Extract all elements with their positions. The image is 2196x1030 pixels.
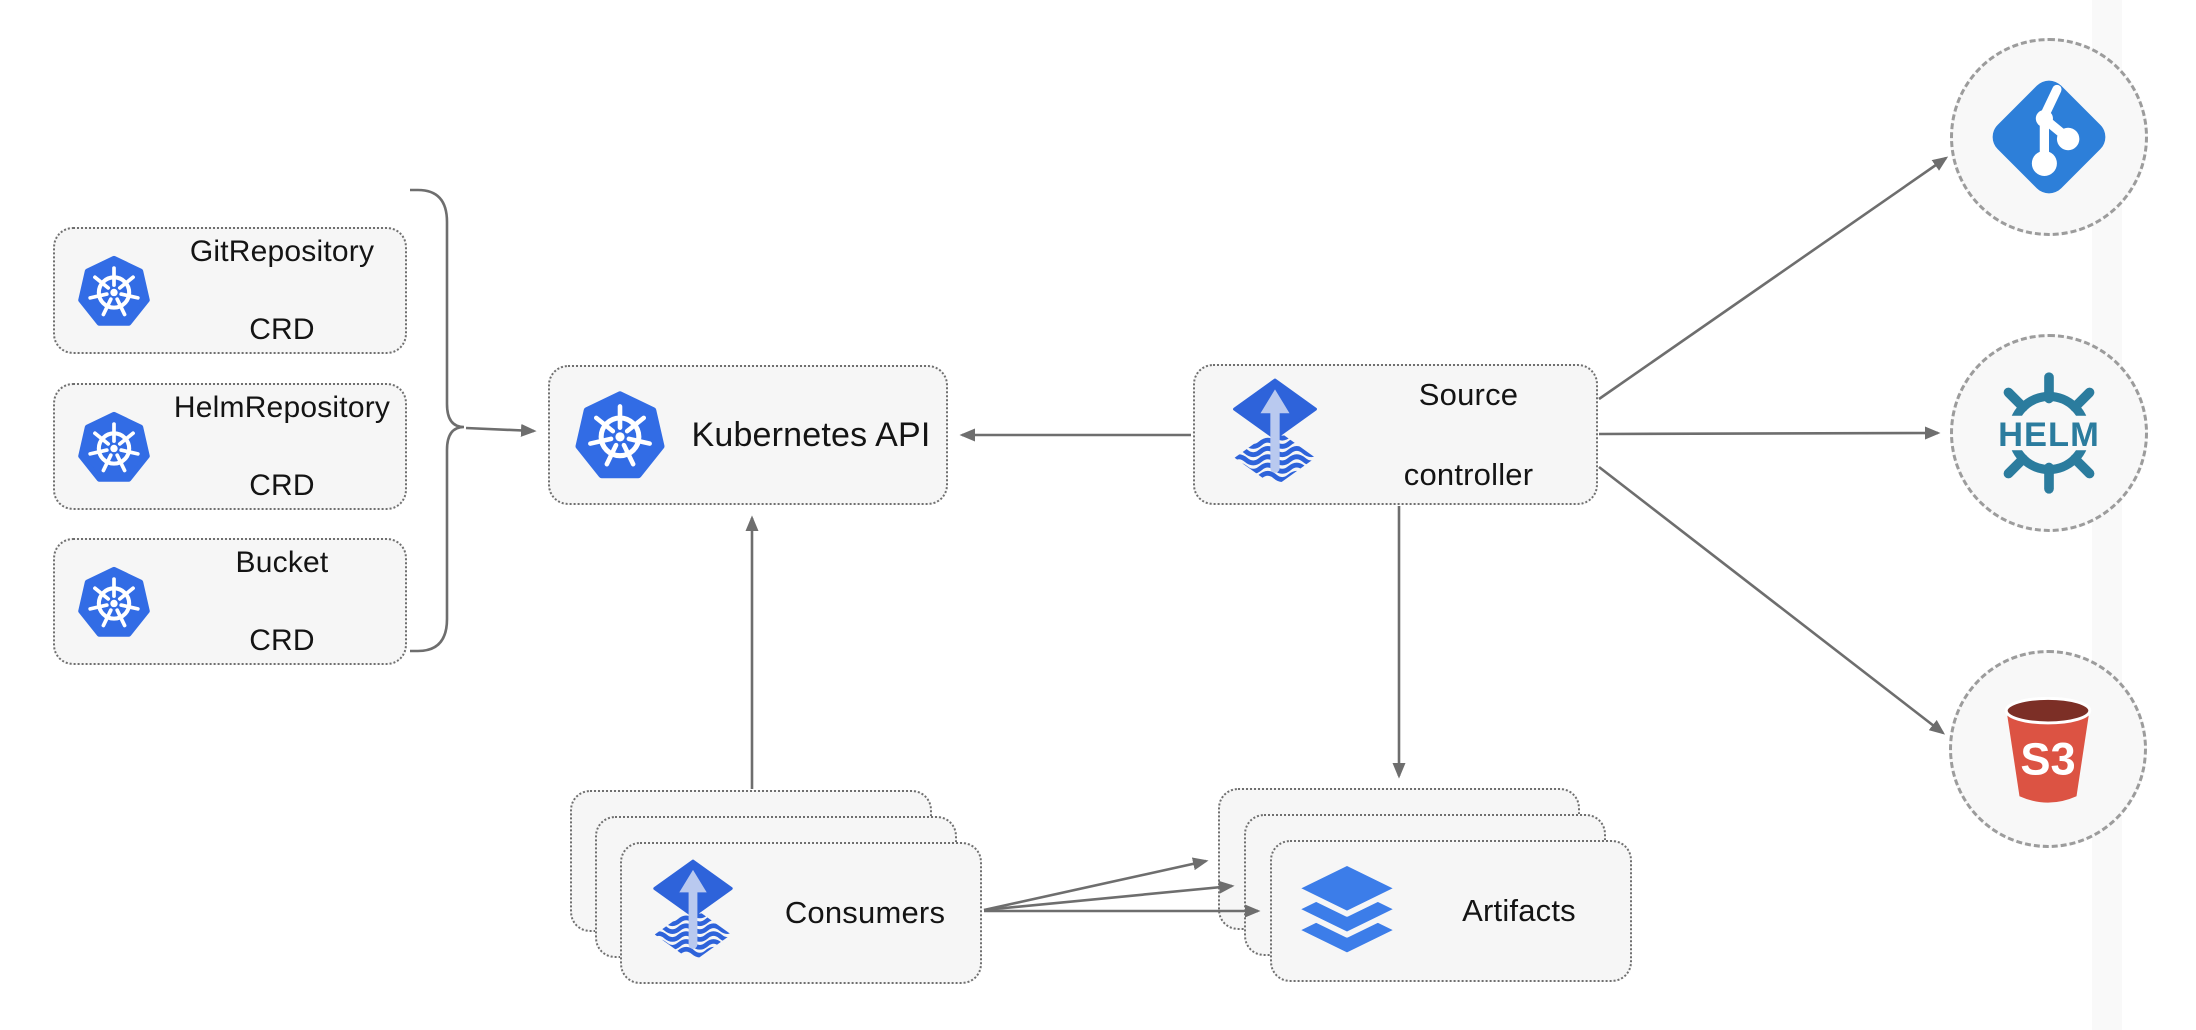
node-helm-repository (1950, 334, 2148, 532)
git-icon (1983, 71, 2115, 203)
kubernetes-icon (55, 254, 173, 328)
label-line2: CRD (249, 313, 315, 346)
node-label: Bucket CRD (173, 543, 405, 660)
flux-source-icon (1195, 377, 1355, 493)
edge-crds-to-kubernetes-api (465, 423, 537, 437)
node-kubernetes-api: Kubernetes API (548, 365, 948, 505)
helm-wheel-icon (1978, 362, 2120, 504)
label-line2: CRD (249, 469, 315, 502)
node-artifacts: Artifacts (1270, 840, 1632, 982)
label-line2: controller (1403, 456, 1534, 492)
node-gitrepository-crd: GitRepository CRD (53, 227, 407, 354)
label-line1: Bucket (235, 546, 329, 579)
node-label: Consumers (784, 895, 946, 930)
kubernetes-icon (55, 565, 173, 639)
edge-source-controller-to-git (1598, 156, 1949, 401)
label-line1: HelmRepository (173, 391, 391, 424)
kubernetes-icon (550, 389, 690, 481)
label-line1: GitRepository (189, 235, 375, 268)
node-label: HelmRepository CRD (173, 388, 405, 505)
node-label: GitRepository CRD (173, 232, 405, 349)
node-label: Artifacts (1462, 893, 1576, 928)
node-source-controller: Source controller (1193, 364, 1598, 505)
s3-bucket-icon (1989, 684, 2107, 814)
node-label: Source controller (1355, 375, 1596, 495)
edge-source-controller-to-helm (1598, 426, 1941, 440)
node-git-repository (1950, 38, 2148, 236)
node-s3-bucket (1949, 650, 2147, 848)
edge-consumers-to-artifacts-middle (983, 880, 1235, 912)
node-bucket-crd: Bucket CRD (53, 538, 407, 665)
flux-source-icon (622, 858, 764, 968)
kubernetes-icon (55, 410, 173, 484)
label-line2: CRD (249, 624, 315, 657)
label-line1: Source (1418, 376, 1519, 412)
edge-consumers-to-artifacts-back (983, 857, 1209, 912)
crd-group-bracket (410, 188, 465, 653)
node-consumers: Consumers (620, 842, 982, 984)
layers-icon (1272, 858, 1422, 965)
node-label: Kubernetes API (691, 416, 931, 454)
edge-source-controller-to-s3 (1598, 465, 1946, 735)
node-helmrepository-crd: HelmRepository CRD (53, 383, 407, 510)
